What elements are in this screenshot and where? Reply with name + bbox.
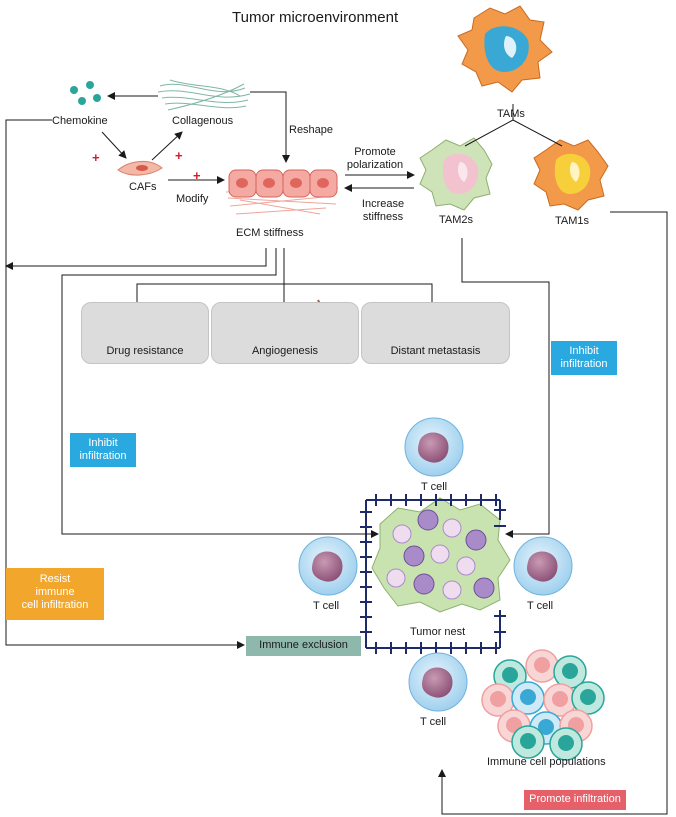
tam1s-label: TAM1s bbox=[555, 215, 590, 227]
tumor-nest-label: Tumor nest bbox=[410, 626, 466, 638]
t-cell-label: T cell bbox=[527, 600, 554, 612]
t-cell-label: T cell bbox=[421, 481, 448, 493]
immune-cell-icon bbox=[543, 683, 577, 717]
drug-resistance-panel: Drug resistance bbox=[81, 302, 209, 364]
t-cell-icon bbox=[513, 536, 573, 596]
plus-sign: + bbox=[92, 150, 100, 165]
boundary-ticks bbox=[360, 494, 506, 654]
increase-stiffness-label: Increase stiffness bbox=[361, 198, 405, 223]
t-cell-icon bbox=[408, 652, 468, 712]
tam2-cell-icon bbox=[419, 137, 493, 211]
cafs-label: CAFs bbox=[129, 181, 157, 193]
immune-cell-icon bbox=[571, 681, 605, 715]
t-cell-group bbox=[298, 417, 573, 712]
caf-cell-icon bbox=[117, 161, 163, 176]
resist-infiltration-box: Resist immune cell infiltration bbox=[6, 568, 104, 620]
immune-population-cluster bbox=[481, 649, 605, 761]
immune-cell-icon bbox=[511, 725, 545, 759]
immune-cell-icon bbox=[511, 681, 545, 715]
immune-cell-populations-label: Immune cell populations bbox=[487, 756, 606, 768]
plus-sign: + bbox=[193, 168, 201, 183]
connector-arrows bbox=[5, 91, 668, 815]
immune-cell-icon bbox=[481, 683, 515, 717]
distant-metastasis-label: Distant metastasis bbox=[390, 345, 481, 357]
distant-metastasis-panel: Distant metastasis bbox=[361, 302, 510, 364]
plus-sign: + bbox=[175, 148, 183, 163]
immune-cell-icon bbox=[553, 655, 587, 689]
ecm-block-icon bbox=[225, 169, 339, 215]
angiogenesis-label: Angiogenesis bbox=[251, 345, 319, 357]
t-cell-label: T cell bbox=[420, 716, 447, 728]
ecm-stiffness-label: ECM stiffness bbox=[236, 227, 304, 239]
tam1-cell-icon bbox=[533, 139, 609, 211]
modify-label: Modify bbox=[176, 193, 209, 205]
t-cell-label: T cell bbox=[313, 600, 340, 612]
drug-resistance-label: Drug resistance bbox=[106, 345, 184, 357]
angiogenesis-panel: Angiogenesis bbox=[211, 302, 359, 364]
tams-label: TAMs bbox=[497, 108, 525, 120]
immune-cell-icon bbox=[549, 727, 583, 761]
page-title: Tumor microenvironment bbox=[232, 9, 399, 26]
t-cell-icon bbox=[298, 536, 358, 596]
immune-cell-icon bbox=[525, 649, 559, 683]
immune-exclusion-box: Immune exclusion bbox=[246, 636, 361, 656]
inhibit-infiltration-right-box: Inhibit infiltration bbox=[551, 341, 617, 375]
promote-infiltration-box: Promote infiltration bbox=[524, 790, 626, 810]
chemokine-label: Chemokine bbox=[52, 115, 108, 127]
collagenous-label: Collagenous bbox=[172, 115, 234, 127]
chemokine-molecules-icon bbox=[70, 81, 101, 105]
tam2s-label: TAM2s bbox=[439, 214, 474, 226]
inhibit-infiltration-left-box: Inhibit infiltration bbox=[70, 433, 136, 467]
collagen-fibers-icon bbox=[157, 79, 251, 111]
promote-polarization-label: Promote polarization bbox=[346, 146, 404, 171]
t-cell-icon bbox=[404, 417, 464, 477]
reshape-label: Reshape bbox=[289, 124, 334, 136]
tumor-nest-cluster-icon bbox=[371, 497, 511, 613]
tam-cell-icon bbox=[457, 5, 553, 93]
